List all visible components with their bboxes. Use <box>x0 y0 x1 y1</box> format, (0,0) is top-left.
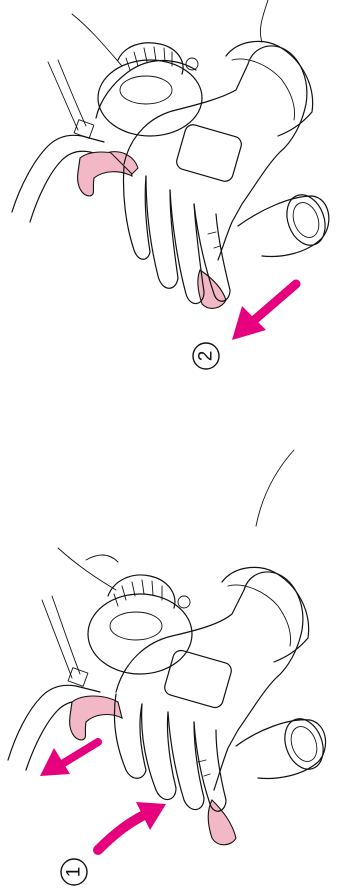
handlebar-grip <box>236 720 326 779</box>
finger <box>142 704 176 800</box>
knob-base <box>110 612 162 640</box>
glove-hand <box>124 46 307 260</box>
brake-lever-tip <box>208 800 236 845</box>
glove-hand <box>116 572 303 790</box>
step-number: 2 <box>196 351 217 362</box>
lever-housing-body <box>88 594 192 674</box>
step-marker-2: 2 <box>193 343 219 369</box>
arrow-up-right-icon <box>98 802 166 850</box>
glove-patch <box>163 649 233 710</box>
sleeve-contour <box>58 548 116 590</box>
handlebar-grip <box>238 196 329 256</box>
knob-ridges <box>126 47 172 70</box>
handlebar-lever-squeeze-illustration: 1 <box>0 430 344 894</box>
finger <box>146 176 178 288</box>
sleeve-contour <box>72 14 122 66</box>
lever-housing-body <box>98 60 202 136</box>
grip-end <box>280 189 332 250</box>
arrow-down-left-icon <box>232 284 296 340</box>
sleeve-contour <box>256 450 294 526</box>
bolt <box>178 596 190 608</box>
arrow-left-icon <box>40 742 98 776</box>
glove-cuff-line <box>232 59 295 120</box>
illustration-step-2: 2 <box>0 0 344 400</box>
handlebar-lever-release-illustration: 2 <box>0 0 344 400</box>
knob-ridges <box>114 580 162 606</box>
knob-base <box>120 76 172 104</box>
adjuster-knob <box>108 575 175 608</box>
glove-cuff <box>226 41 313 136</box>
glove-cuff-line <box>228 585 291 646</box>
cable-adjuster <box>68 668 88 687</box>
step-marker-1: 1 <box>61 859 87 885</box>
sleeve-contour <box>260 0 268 42</box>
illustration-step-1: 1 <box>0 430 344 894</box>
adjuster-knob <box>118 43 183 74</box>
lever-housing <box>96 61 196 119</box>
glove-cuff <box>222 567 309 662</box>
sleeve-contour <box>86 555 118 562</box>
step-number: 1 <box>64 867 85 878</box>
glove-patch <box>175 123 243 183</box>
